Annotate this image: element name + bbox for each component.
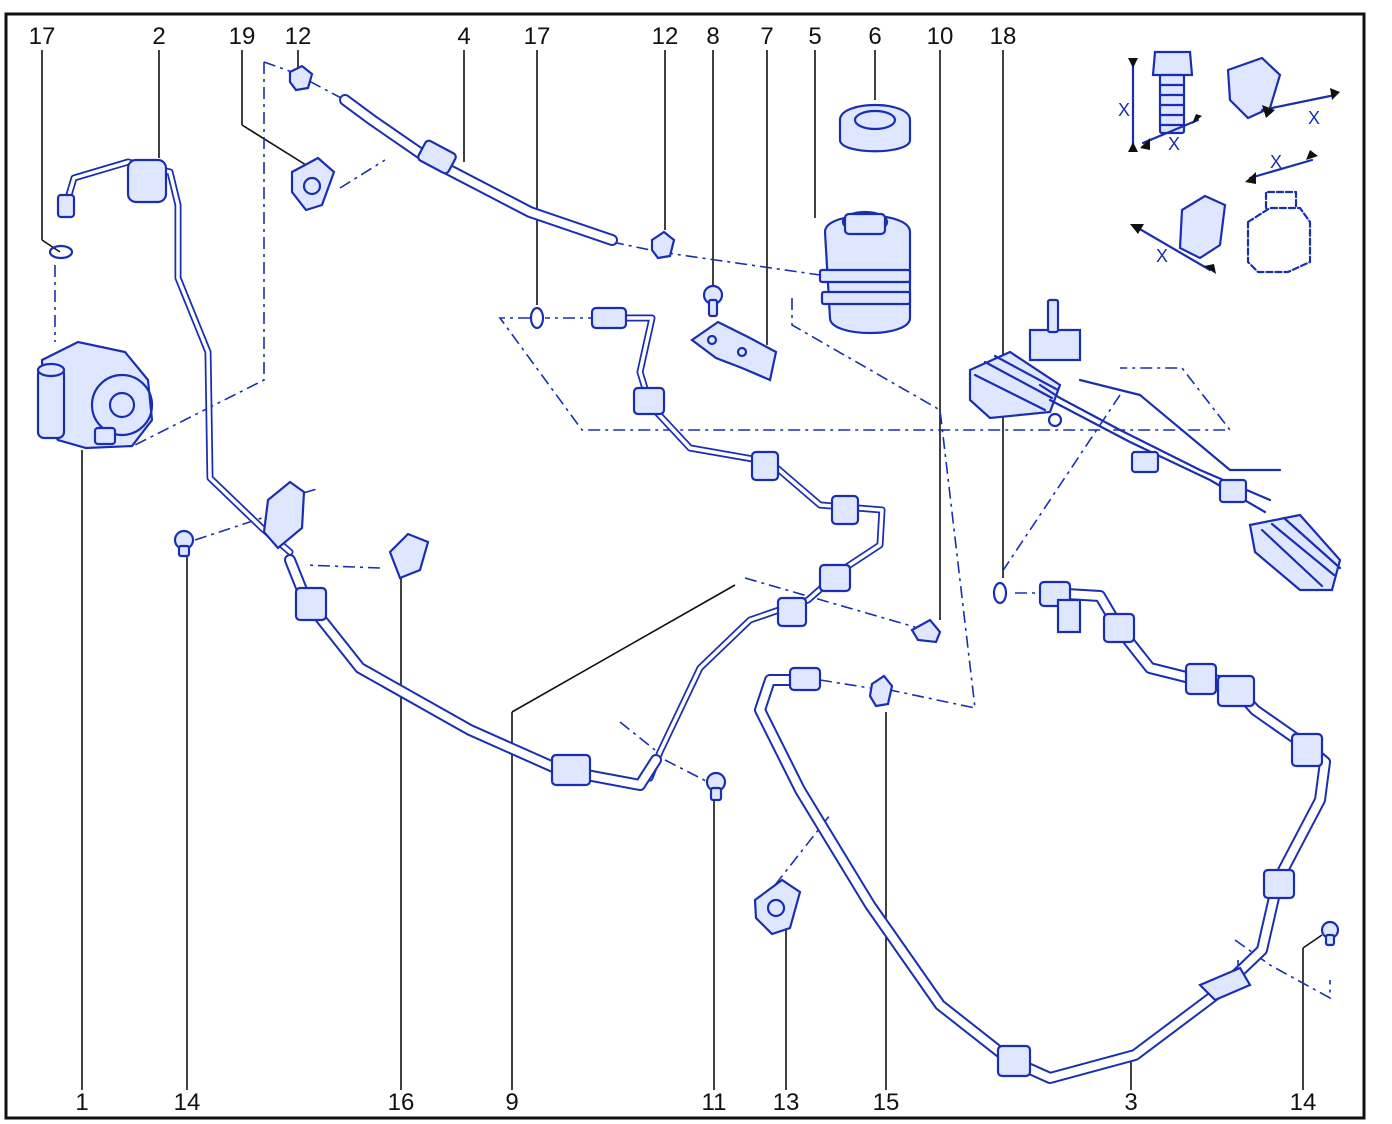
- inset-x-bolt-width: X: [1168, 134, 1180, 154]
- hose-clip-19: [290, 156, 336, 212]
- inset-x-clip: X: [1308, 108, 1320, 128]
- callout-3: 3: [1124, 1089, 1137, 1116]
- assembly-dash-lines: [54, 61, 1331, 1000]
- callout-12-left: 12: [285, 23, 312, 50]
- callout-9: 9: [505, 1089, 518, 1116]
- callout-8: 8: [706, 23, 719, 50]
- callout-13: 13: [773, 1089, 800, 1116]
- measurement-inset: X X X X X: [1118, 50, 1340, 274]
- callout-12-right: 12: [652, 23, 679, 50]
- inset-x-clamp: X: [1156, 246, 1168, 266]
- callout-14-right: 14: [1290, 1089, 1317, 1116]
- callout-1: 1: [75, 1089, 88, 1116]
- callout-16: 16: [388, 1089, 415, 1116]
- callout-15: 15: [873, 1089, 900, 1116]
- callout-19: 19: [229, 23, 256, 50]
- reservoir-bracket: [690, 320, 778, 382]
- return-hose-3: [754, 580, 1331, 1084]
- steering-rack: [968, 298, 1342, 592]
- hose-clamp-12-left: [288, 64, 314, 92]
- power-steering-pump: [36, 340, 154, 450]
- callout-5: 5: [808, 23, 821, 50]
- diagram-frame: [4, 12, 1366, 1120]
- o-ring-18: [992, 581, 1008, 605]
- hose-clamp-15: [868, 674, 894, 708]
- callout-18: 18: [990, 23, 1017, 50]
- union-fitting-16: [388, 532, 430, 580]
- callout-7: 7: [760, 23, 773, 50]
- screw-11: [705, 771, 727, 802]
- high-pressure-pipe: [48, 158, 306, 556]
- leader-lines: [41, 50, 1323, 1090]
- bottom-callouts: 1 14 16 9 11 13 15 3 14: [75, 1089, 1316, 1116]
- bracket-screw-8: [702, 284, 724, 318]
- hose-clip-13: [753, 878, 802, 936]
- supply-hose-4: [339, 94, 618, 246]
- inset-x-nut: X: [1270, 152, 1282, 172]
- inset-x-bolt-height: X: [1118, 100, 1130, 120]
- screw-14-left: [173, 529, 195, 558]
- callout-6: 6: [868, 23, 881, 50]
- callout-14-left: 14: [174, 1089, 201, 1116]
- screw-10: [910, 618, 942, 644]
- callout-17-top-left: 17: [29, 23, 56, 50]
- hose-clamp-12-right: [650, 230, 676, 260]
- reservoir-cap: [838, 104, 912, 153]
- screw-14-right: [1320, 920, 1340, 947]
- callout-10: 10: [927, 23, 954, 50]
- return-hose-left: [284, 554, 662, 791]
- callout-4: 4: [457, 23, 470, 50]
- callout-2: 2: [152, 23, 165, 50]
- fluid-reservoir: [818, 210, 912, 334]
- callout-17-top-middle: 17: [524, 23, 551, 50]
- middle-pipe-9: [529, 306, 886, 782]
- top-callouts: 17 2 19 12 4 17 12 8 7 5 6 10 18: [29, 23, 1017, 50]
- callout-11: 11: [702, 1089, 727, 1116]
